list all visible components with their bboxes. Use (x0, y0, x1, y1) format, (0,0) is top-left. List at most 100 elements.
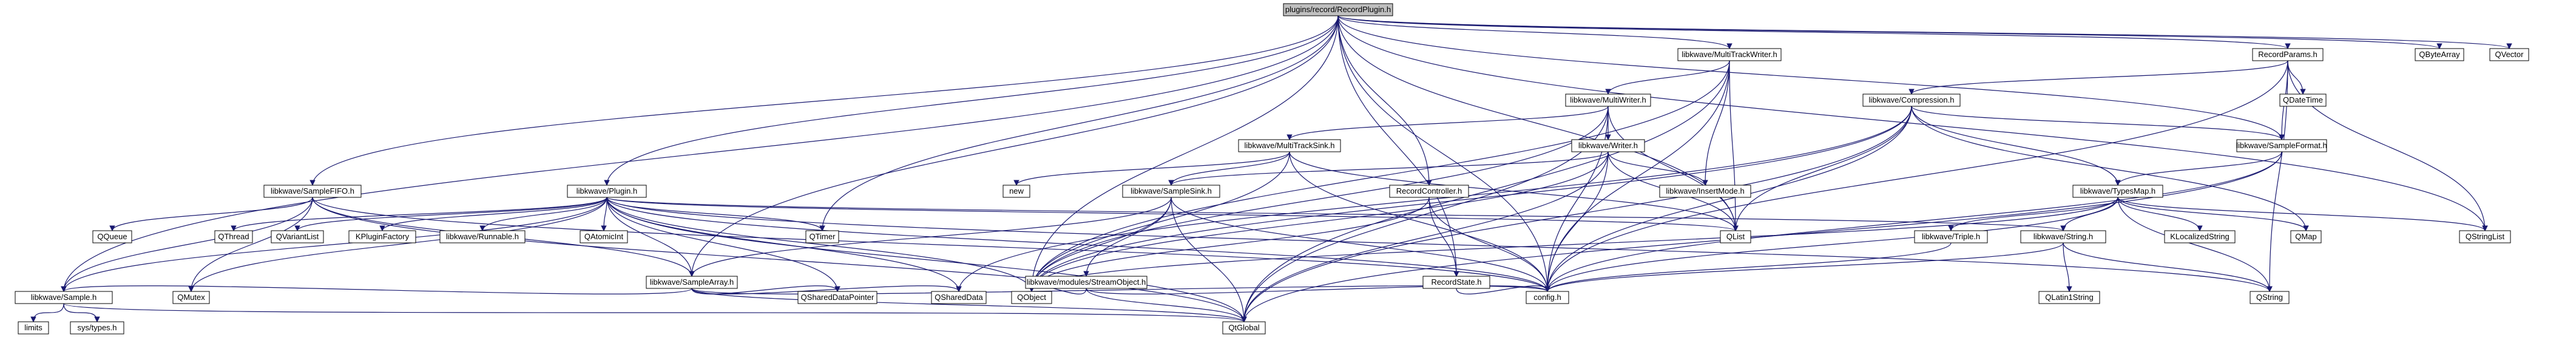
node-label: QQueue (97, 232, 127, 241)
node-box (1025, 276, 1148, 289)
edge-plugin-to-kpf (379, 197, 607, 231)
node-label: libkwave/InsertMode.h (1666, 186, 1744, 195)
node-label: QByteArray (2419, 50, 2460, 59)
node-sample[interactable]: libkwave/Sample.h (15, 291, 113, 304)
node-label: RecordParams.h (2258, 50, 2317, 59)
edge-mw-to-qobject (1029, 106, 1609, 292)
node-box (18, 321, 49, 335)
node-qlist: QList (1720, 230, 1751, 243)
node-box (1222, 321, 1266, 335)
node-box (931, 291, 987, 304)
node-label: QSharedData (935, 293, 983, 302)
edge-writer-to-qobject (1029, 151, 1609, 292)
node-mw[interactable]: libkwave/MultiWriter.h (1565, 93, 1651, 107)
edge-writer-to-qglobal (1241, 151, 1609, 322)
edge-sformat-to-tmap (2115, 151, 2282, 186)
node-box (1011, 291, 1052, 304)
node-box (172, 291, 210, 304)
node-label: libkwave/MultiTrackSink.h (1244, 141, 1334, 150)
edge-root-to-qobject (1029, 15, 1339, 292)
node-box (1720, 230, 1751, 243)
node-label: libkwave/Compression.h (1869, 95, 1955, 104)
node-label: libkwave/SampleArray.h (650, 277, 734, 287)
edge-ssink-to-qglobal (1171, 197, 1247, 322)
node-runnable[interactable]: libkwave/Runnable.h (439, 230, 526, 243)
edge-streamobj-to-config (1086, 285, 1550, 294)
node-box (70, 321, 124, 335)
edge-plugin-to-qthread (231, 197, 607, 231)
node-label: RecordController.h (1396, 186, 1462, 195)
node-label: libkwave/SampleSink.h (1131, 186, 1212, 195)
edge-layer (30, 15, 2512, 322)
node-plugin[interactable]: libkwave/Plugin.h (567, 185, 647, 198)
node-qthread: QThread (214, 230, 253, 243)
edge-root-to-rc (1337, 15, 1432, 186)
edge-plugin-to-qshareddata (606, 197, 962, 292)
edge-root-to-sformat (1337, 15, 2285, 140)
edge-tmap-to-klocstr (2117, 197, 2203, 231)
node-tmap[interactable]: libkwave/TypesMap.h (2072, 185, 2163, 198)
edge-comp-to-qlist (1733, 106, 1912, 231)
node-insm[interactable]: libkwave/InsertMode.h (1659, 185, 1751, 198)
node-label: QString (2256, 293, 2283, 302)
edge-rp-to-comp (1908, 60, 2288, 95)
node-box (2459, 230, 2511, 243)
edge-root-to-qvector (1337, 15, 2512, 49)
edge-plugin-to-qmutex (188, 197, 607, 292)
edge-sfifo-to-qglobal (312, 197, 1247, 322)
edge-string-to-qstring (2063, 242, 2273, 292)
node-box (2020, 230, 2106, 243)
node-label: QObject (1017, 293, 1046, 302)
node-box (1565, 93, 1651, 107)
node-box (2279, 93, 2327, 107)
edge-tmap-to-qstring (2117, 197, 2273, 292)
edge-rc-to-config (1428, 197, 1550, 292)
edge-sample-to-limits (30, 303, 64, 322)
node-kpf: KPluginFactory (348, 230, 416, 243)
node-label: libkwave/TypesMap.h (2080, 186, 2155, 195)
node-box (1002, 185, 1030, 198)
node-mtw[interactable]: libkwave/MultiTrackWriter.h (1677, 48, 1782, 61)
edge-comp-to-qobject (1029, 106, 1912, 292)
node-ssink[interactable]: libkwave/SampleSink.h (1122, 185, 1220, 198)
edge-rp-to-qdatetime (2287, 60, 2306, 95)
edge-sformat-to-qglobal (1241, 151, 2282, 322)
edge-root-to-plugin (604, 15, 1339, 186)
node-root[interactable]: plugins/record/RecordPlugin.h (1283, 3, 1393, 16)
node-rc[interactable]: RecordController.h (1389, 185, 1469, 198)
node-triple[interactable]: libkwave/Triple.h (1914, 230, 1988, 243)
edge-sample-to-qglobal (63, 303, 1247, 322)
node-label: new (1009, 186, 1024, 195)
edge-root-to-qstringlist (1337, 15, 2488, 231)
node-label: KPluginFactory (356, 232, 410, 241)
edge-root-to-mtw (1337, 15, 1733, 49)
node-label: libkwave/String.h (2033, 232, 2093, 241)
edge-rp-to-config (1544, 60, 2288, 292)
node-box (1862, 93, 1961, 107)
node-box (2489, 48, 2529, 61)
node-streamobj[interactable]: libkwave/modules/StreamObject.h (1025, 276, 1148, 289)
node-sformat[interactable]: libkwave/SampleFormat.h (2236, 139, 2327, 152)
node-label: QTimer (810, 232, 836, 241)
node-box (271, 230, 324, 243)
node-rp[interactable]: RecordParams.h (2252, 48, 2324, 61)
edge-rstate-to-config (1456, 285, 1550, 294)
node-box (805, 230, 839, 243)
node-rstate[interactable]: RecordState.h (1422, 276, 1490, 289)
node-layer: plugins/record/RecordPlugin.h libkwave/Mu… (15, 3, 2529, 335)
edge-root-to-config (1337, 15, 1550, 292)
node-sfifo[interactable]: libkwave/SampleFIFO.h (263, 185, 362, 198)
node-label: sys/types.h (77, 323, 117, 332)
edge-writer-to-ssink (1168, 151, 1609, 186)
node-label: plugins/record/RecordPlugin.h (1285, 5, 1391, 14)
node-sarray[interactable]: libkwave/SampleArray.h (646, 276, 738, 289)
node-comp[interactable]: libkwave/Compression.h (1862, 93, 1961, 107)
node-writer[interactable]: libkwave/Writer.h (1571, 139, 1645, 152)
node-string[interactable]: libkwave/String.h (2020, 230, 2106, 243)
node-box (1571, 139, 1645, 152)
edge-ssink-to-streamobj (1083, 197, 1172, 277)
edge-sfifo-to-qmutex (188, 197, 313, 292)
edge-mts-to-qlist (1289, 151, 1739, 231)
node-mts[interactable]: libkwave/MultiTrackSink.h (1238, 139, 1341, 152)
